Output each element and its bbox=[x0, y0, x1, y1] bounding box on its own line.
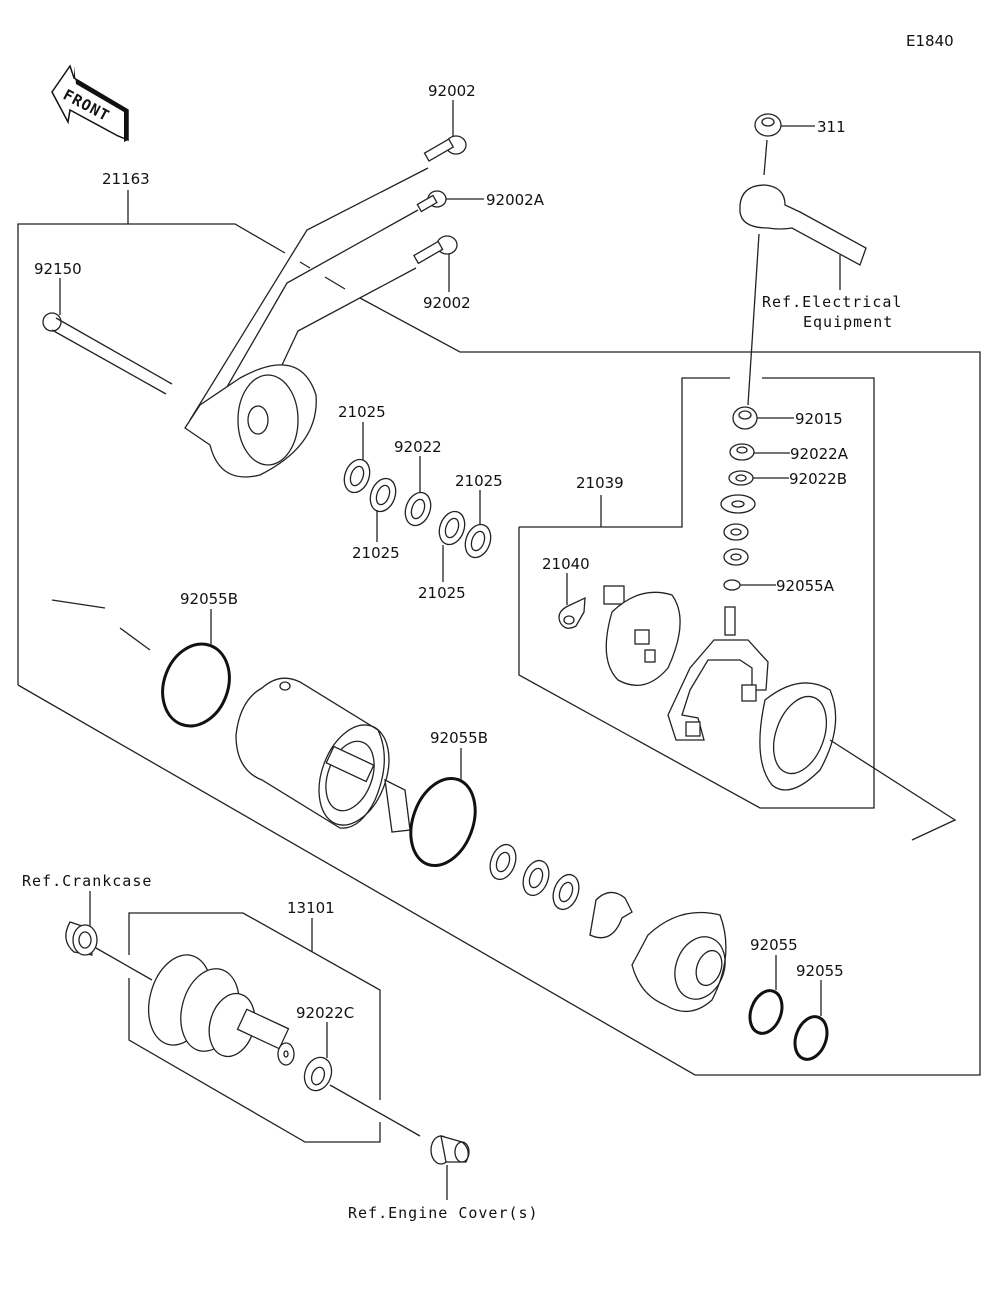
ref-electrical-line2: Equipment bbox=[803, 313, 893, 331]
part-label-92150: 92150 bbox=[34, 260, 82, 278]
part-label-21025-c: 21025 bbox=[418, 584, 466, 602]
washer-92022A bbox=[729, 443, 755, 461]
part-label-21025-d: 21025 bbox=[455, 472, 503, 490]
part-label-92002A: 92002A bbox=[486, 191, 545, 209]
part-label-21039: 21039 bbox=[576, 474, 624, 492]
o-ring-92055A bbox=[723, 579, 741, 591]
ref-electrical-line1: Ref.Electrical bbox=[762, 293, 902, 311]
part-label-92055-a: 92055 bbox=[750, 936, 798, 954]
bushing-engine-cover bbox=[430, 1135, 470, 1165]
part-label-21025-b: 21025 bbox=[352, 544, 400, 562]
washer-92022B bbox=[728, 470, 754, 486]
washer-92022C bbox=[303, 1056, 333, 1092]
diagram-code: E1840 bbox=[906, 32, 954, 50]
brush-terminal-bracket bbox=[667, 606, 769, 741]
part-label-92022A: 92022A bbox=[790, 445, 849, 463]
part-label-92055B-left: 92055B bbox=[180, 590, 238, 608]
armature-washers bbox=[489, 843, 580, 911]
o-ring-92055B-left bbox=[161, 642, 231, 728]
part-label-21040: 21040 bbox=[542, 555, 590, 573]
nut-92015 bbox=[732, 406, 758, 430]
part-label-21163: 21163 bbox=[102, 170, 150, 188]
cable-terminal bbox=[739, 184, 867, 266]
part-label-92022: 92022 bbox=[394, 438, 442, 456]
part-label-92022B: 92022B bbox=[789, 470, 847, 488]
long-bolt-92150 bbox=[42, 312, 173, 395]
brush-cover-ring bbox=[759, 682, 837, 791]
ref-engine-cover: Ref.Engine Cover(s) bbox=[348, 1204, 539, 1222]
insulator-washers bbox=[720, 494, 756, 566]
brush-spring-21040 bbox=[558, 596, 586, 629]
part-label-92055A: 92055A bbox=[776, 577, 835, 595]
part-label-92022C: 92022C bbox=[296, 1004, 354, 1022]
nut-311 bbox=[754, 113, 782, 137]
part-label-92015: 92015 bbox=[795, 410, 843, 428]
part-label-311: 311 bbox=[817, 118, 846, 136]
bearing-holder bbox=[589, 891, 633, 939]
ref-crankcase: Ref.Crankcase bbox=[22, 872, 152, 890]
part-label-92002-top: 92002 bbox=[428, 82, 476, 100]
starter-motor-yoke bbox=[235, 677, 411, 833]
bolt-92002-top bbox=[189, 135, 467, 421]
part-label-92002-bottom: 92002 bbox=[423, 294, 471, 312]
bushing-crankcase bbox=[65, 921, 98, 956]
part-label-92055-b: 92055 bbox=[796, 962, 844, 980]
starter-clutch-gear bbox=[148, 954, 295, 1066]
bolt-92002-bottom bbox=[281, 235, 458, 366]
assembly-outline-21163 bbox=[17, 190, 981, 1076]
brush-holder-plate bbox=[603, 585, 681, 686]
starter-front-housing bbox=[631, 911, 727, 1012]
assembly-outline-13101 bbox=[128, 912, 381, 1143]
washer-stack bbox=[343, 458, 492, 559]
front-arrow-icon: FRONT bbox=[51, 64, 129, 142]
starter-end-cover bbox=[184, 364, 317, 478]
part-label-13101: 13101 bbox=[287, 899, 335, 917]
part-label-92055B-mid: 92055B bbox=[430, 729, 488, 747]
assembly-outline-21039 bbox=[518, 377, 875, 809]
part-label-21025-a: 21025 bbox=[338, 403, 386, 421]
o-ring-92055-a bbox=[748, 989, 784, 1035]
o-ring-92055-b bbox=[793, 1015, 829, 1061]
o-ring-92055B-mid bbox=[409, 776, 477, 868]
